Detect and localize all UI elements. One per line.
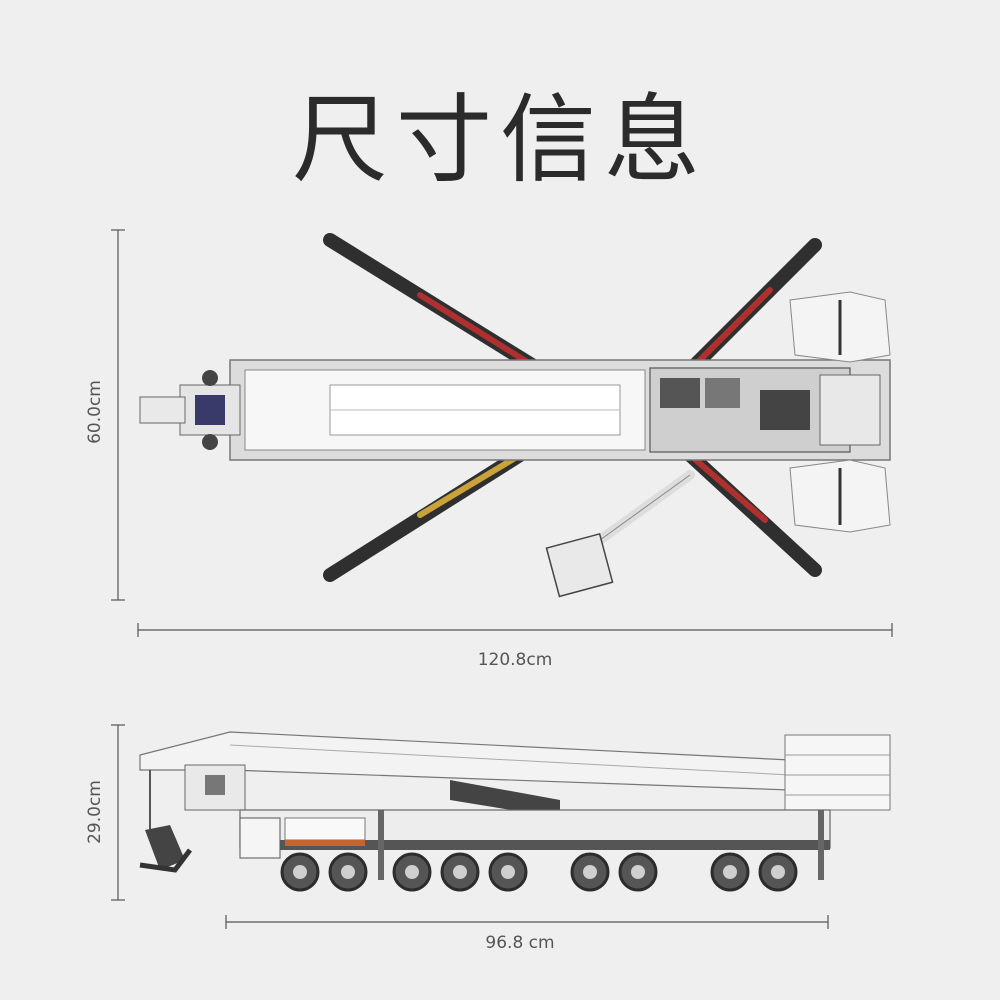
page-title: 尺寸信息 bbox=[292, 84, 708, 196]
top-view-height-label: 60.0cm bbox=[85, 380, 105, 444]
side-view-height-label: 29.0cm bbox=[85, 780, 105, 844]
top-view-width-label: 120.8cm bbox=[477, 650, 553, 670]
top-view-width-dimension-line bbox=[137, 623, 893, 637]
side-view-width-label: 96.8 cm bbox=[485, 933, 555, 953]
crane-side-view-image bbox=[139, 731, 891, 892]
side-view-width-dimension-line bbox=[225, 915, 829, 929]
side-view-height-dimension-line bbox=[111, 724, 125, 901]
top-view-height-dimension-line bbox=[111, 229, 125, 601]
crane-top-view-image bbox=[139, 233, 891, 598]
